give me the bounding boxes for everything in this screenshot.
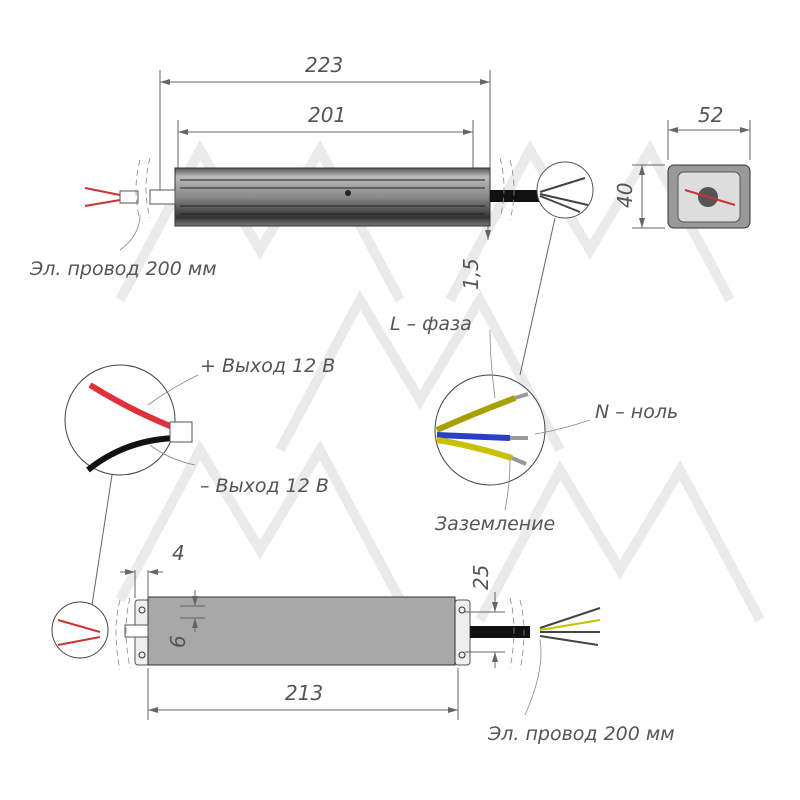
label-phase: L – фаза [390, 313, 472, 335]
driver-body-bottom [147, 596, 456, 666]
dim-hole: 6 [166, 635, 190, 648]
label-wire-bottom: Эл. провод 200 мм [487, 723, 675, 745]
dim-side-width: 52 [698, 103, 723, 127]
dim-bracket-offset: 4 [172, 541, 185, 565]
dim-mount-length: 213 [285, 681, 323, 705]
label-ground: Заземление [435, 513, 555, 535]
label-minus-out: – Выход 12 В [200, 475, 329, 497]
dim-overall-length: 223 [305, 53, 343, 77]
driver-body [174, 167, 491, 227]
dim-bracket-height: 25 [469, 565, 493, 590]
dim-body-length: 201 [308, 103, 346, 127]
label-plus-out: + Выход 12 В [200, 355, 335, 377]
top-view: 223 201 1,5 Эл. провод 200 мм [29, 53, 594, 290]
label-neutral: N – ноль [595, 401, 678, 423]
ac-wire-detail: L – фаза N – ноль Заземление [390, 217, 678, 535]
label-wire-top: Эл. провод 200 мм [29, 258, 217, 280]
dim-side-height: 40 [613, 183, 637, 208]
side-view: 52 40 [613, 103, 751, 229]
dc-wire-detail: + Выход 12 В – Выход 12 В [64, 355, 335, 606]
dim-gap: 1,5 [459, 258, 483, 290]
bottom-view: 4 6 25 213 Эл. провод 200 мм [51, 541, 675, 745]
